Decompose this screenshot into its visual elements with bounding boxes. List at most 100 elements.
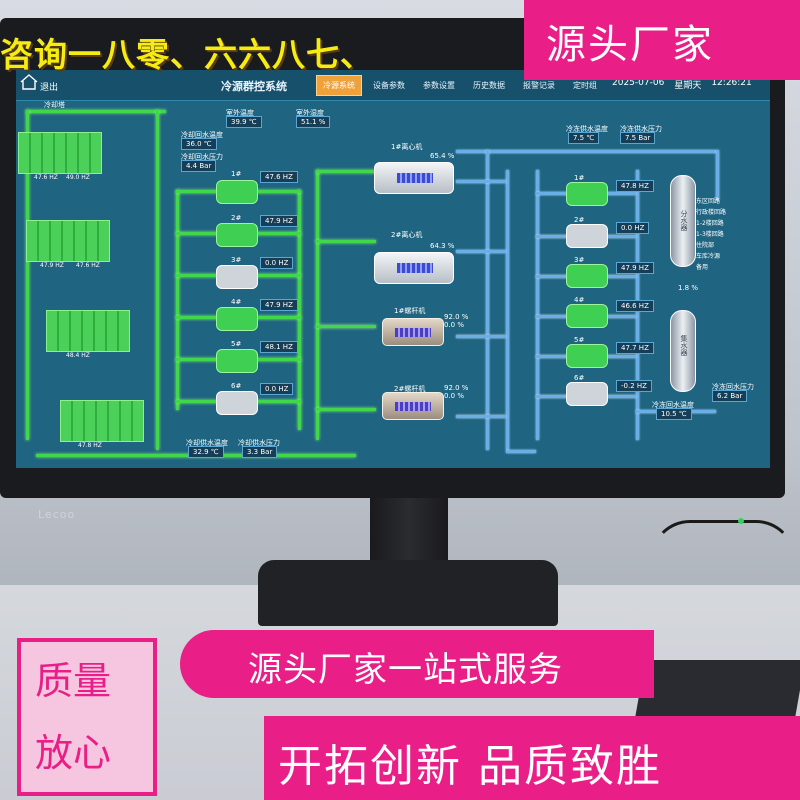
slogan-text: 开拓创新 品质致胜 — [278, 741, 662, 792]
chiller-name: 1#螺杆机 — [394, 307, 426, 315]
pipe — [26, 110, 29, 440]
cooling-tower[interactable] — [46, 310, 130, 352]
chw-return-press-value: 6.2 Bar — [712, 390, 748, 402]
badge-text: 源头厂家 — [546, 22, 714, 68]
chiller-load: 64.3 % — [430, 242, 455, 250]
cw-pump-2[interactable] — [216, 223, 258, 247]
chw-supply-temp-label: 冷冻供水温度 — [566, 125, 608, 133]
tab-schedule[interactable]: 定时组 — [573, 81, 597, 90]
pipe — [316, 170, 319, 440]
date-text: 2025-07-06 — [612, 78, 665, 88]
pipe — [506, 170, 509, 450]
chw-pump-freq: 47.7 HZ — [616, 342, 654, 354]
quality-line1: 质量 — [35, 659, 112, 703]
pipe — [298, 190, 301, 430]
monitor-base — [258, 560, 558, 626]
tab-param-settings[interactable]: 参数设置 — [423, 81, 455, 90]
service-banner-text: 源头厂家一站式服务 — [248, 650, 563, 690]
pipe — [486, 150, 489, 450]
tower-freq: 49.0 HZ — [66, 174, 90, 181]
chw-pump-name: 5# — [574, 336, 585, 344]
chw-pump-name: 3# — [574, 256, 585, 264]
pipe — [316, 240, 376, 243]
cw-pump-freq: 47.6 HZ — [260, 171, 298, 183]
cw-pump-3[interactable] — [216, 265, 258, 289]
pipe — [176, 190, 179, 410]
chw-pump-4[interactable] — [566, 304, 608, 328]
cw-return-press-label: 冷却回水压力 — [181, 153, 223, 161]
pipe — [536, 170, 539, 440]
tab-equipment-params[interactable]: 设备参数 — [373, 81, 405, 90]
cw-pump-freq: 48.1 HZ — [260, 341, 298, 353]
chw-supply-press-label: 冷冻供水压力 — [620, 125, 662, 133]
chiller-name: 2#螺杆机 — [394, 385, 426, 393]
chiller-core — [395, 328, 431, 337]
chiller-core — [397, 173, 433, 183]
centrifugal-chiller-2[interactable] — [374, 252, 454, 284]
pipe — [316, 325, 376, 328]
tank-label: 分水器 — [680, 210, 688, 231]
chiller-core — [395, 402, 431, 411]
water-distributor-tank[interactable] — [670, 175, 696, 267]
cooling-tower[interactable] — [60, 400, 144, 442]
cw-pump-4[interactable] — [216, 307, 258, 331]
chw-return-temp-label: 冷冻回水温度 — [652, 401, 694, 409]
chw-pump-freq: 47.9 HZ — [616, 262, 654, 274]
chw-pump-3[interactable] — [566, 264, 608, 288]
chiller-load: 65.4 % — [430, 152, 455, 160]
cooling-tower[interactable] — [26, 220, 110, 262]
chiller-name: 1#离心机 — [391, 143, 423, 151]
loop-item: 行政楼回路 — [696, 209, 727, 216]
chw-pump-name: 1# — [574, 174, 585, 182]
exit-button[interactable]: 退出 — [40, 83, 59, 93]
centrifugal-chiller-1[interactable] — [374, 162, 454, 194]
loop-item: 住院部 — [696, 242, 715, 249]
chw-pump-1[interactable] — [566, 182, 608, 206]
outdoor-humidity-value: 51.1 % — [296, 116, 331, 128]
chiller-load: 92.0 % — [444, 384, 469, 392]
screw-chiller-2[interactable] — [382, 392, 444, 420]
chiller-load-secondary: 0.0 % — [444, 321, 465, 329]
cw-pump-freq: 47.9 HZ — [260, 299, 298, 311]
quality-line2: 放心 — [35, 731, 112, 775]
app-title: 冷源群控系统 — [221, 80, 287, 93]
keyboard — [634, 660, 800, 720]
cw-pump-name: 1# — [231, 170, 242, 178]
tab-alarm-log[interactable]: 报警记录 — [523, 81, 555, 90]
screw-chiller-1[interactable] — [382, 318, 444, 346]
cw-pump-name: 6# — [231, 382, 242, 390]
quality-box: 质量 放心 — [17, 638, 157, 796]
datetime: 2025-07-06 星期天 12:26:21 — [612, 78, 752, 91]
cw-pump-freq: 0.0 HZ — [260, 257, 294, 269]
tower-freq: 48.4 HZ — [66, 352, 90, 359]
cooling-tower[interactable] — [18, 132, 102, 174]
chiller-load-secondary: 0.0 % — [444, 392, 465, 400]
cooling-tower-label: 冷却塔 — [44, 101, 65, 109]
cw-pump-5[interactable] — [216, 349, 258, 373]
tab-history[interactable]: 历史数据 — [473, 81, 505, 90]
chw-pump-freq: 0.0 HZ — [616, 222, 650, 234]
pipe — [506, 450, 536, 453]
tower-freq: 47.9 HZ — [40, 262, 64, 269]
tank-bypass-value: 1.8 % — [678, 284, 699, 292]
tank-label: 集水器 — [680, 335, 688, 356]
chw-pump-6[interactable] — [566, 382, 608, 406]
monitor-brand: Lecoo — [38, 508, 76, 521]
loop-item: 备用 — [696, 264, 709, 271]
water-collector-tank[interactable] — [670, 310, 696, 392]
home-icon[interactable] — [20, 74, 38, 90]
tab-chiller-system[interactable]: 冷源系统 — [316, 75, 362, 96]
hvac-control-screen: 退出 冷源群控系统 冷源系统 设备参数 参数设置 历史数据 报警记录 定时组 2… — [16, 70, 770, 468]
loop-legend: 东区回路 行政楼回路 1-2楼回路 1-3楼回路 住院部 车库冷源 备用 — [696, 196, 726, 273]
tower-freq: 47.8 HZ — [78, 442, 102, 449]
pipe — [456, 335, 506, 338]
cw-pump-6[interactable] — [216, 391, 258, 415]
cw-pump-name: 2# — [231, 214, 242, 222]
cw-pump-1[interactable] — [216, 180, 258, 204]
loop-item: 车库冷源 — [696, 253, 721, 260]
cw-pump-freq: 47.9 HZ — [260, 215, 298, 227]
chw-pump-5[interactable] — [566, 344, 608, 368]
cw-supply-press-label: 冷却供水压力 — [238, 439, 280, 447]
cw-return-press-value: 4.4 Bar — [181, 160, 217, 172]
chw-pump-2[interactable] — [566, 224, 608, 248]
